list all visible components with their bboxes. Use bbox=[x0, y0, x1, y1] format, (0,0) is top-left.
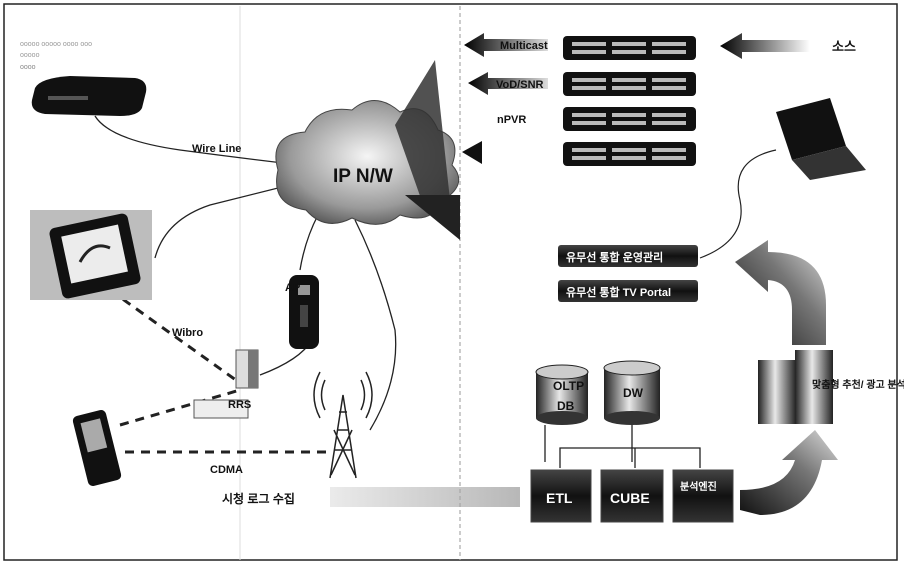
set-top-box-icon bbox=[32, 76, 147, 116]
log-collection-label: 시청 로그 수집 bbox=[222, 491, 295, 506]
tiny-caption-3: oooo bbox=[20, 64, 36, 71]
wibro-label: Wibro bbox=[172, 327, 203, 339]
server-unit bbox=[563, 107, 696, 131]
npvr-arrow: nPVR bbox=[497, 114, 526, 126]
cdma-label: CDMA bbox=[210, 464, 243, 476]
ap-label: AP bbox=[285, 282, 300, 294]
ap-device-icon: AP bbox=[285, 275, 319, 349]
analysis-engine-label: 분석엔진 bbox=[680, 480, 717, 493]
db-label: DB bbox=[557, 399, 575, 413]
npvr-label: nPVR bbox=[497, 114, 526, 126]
dw-cylinder: DW bbox=[604, 361, 660, 425]
source-label: 소스 bbox=[832, 39, 856, 54]
cloud-label: IP N/W bbox=[333, 166, 393, 187]
log-collection-arrow bbox=[330, 487, 520, 507]
tablet-photo bbox=[30, 210, 152, 300]
multicast-label: Multicast bbox=[500, 40, 548, 52]
server-unit bbox=[563, 36, 696, 60]
dw-label: DW bbox=[623, 386, 644, 400]
management-portal-label: 유무선 통합 운영관리 bbox=[566, 250, 663, 264]
rrs-label: RRS bbox=[228, 399, 251, 411]
etl-label: ETL bbox=[546, 490, 573, 506]
cube-label: CUBE bbox=[610, 490, 650, 506]
analysis-engine-box: 분석엔진 bbox=[673, 470, 733, 522]
recommendation-label: 맞춤형 추천/ 광고 분석 bbox=[812, 378, 904, 391]
server-unit bbox=[563, 72, 696, 96]
tiny-caption-2: ooooo bbox=[20, 52, 40, 59]
vod-label: VoD/SNR bbox=[496, 79, 544, 91]
tv-portal-label: 유무선 통합 TV Portal bbox=[566, 285, 671, 299]
etl-box: ETL bbox=[531, 470, 591, 522]
oltp-db-cylinder: OLTP DB bbox=[536, 365, 588, 425]
server-unit bbox=[563, 142, 696, 166]
cube-box: CUBE bbox=[601, 470, 663, 522]
tiny-caption-1: ooooo ooooo oooo ooo bbox=[20, 41, 92, 48]
wire-line-label: Wire Line bbox=[192, 143, 241, 155]
oltp-label: OLTP bbox=[553, 379, 584, 393]
